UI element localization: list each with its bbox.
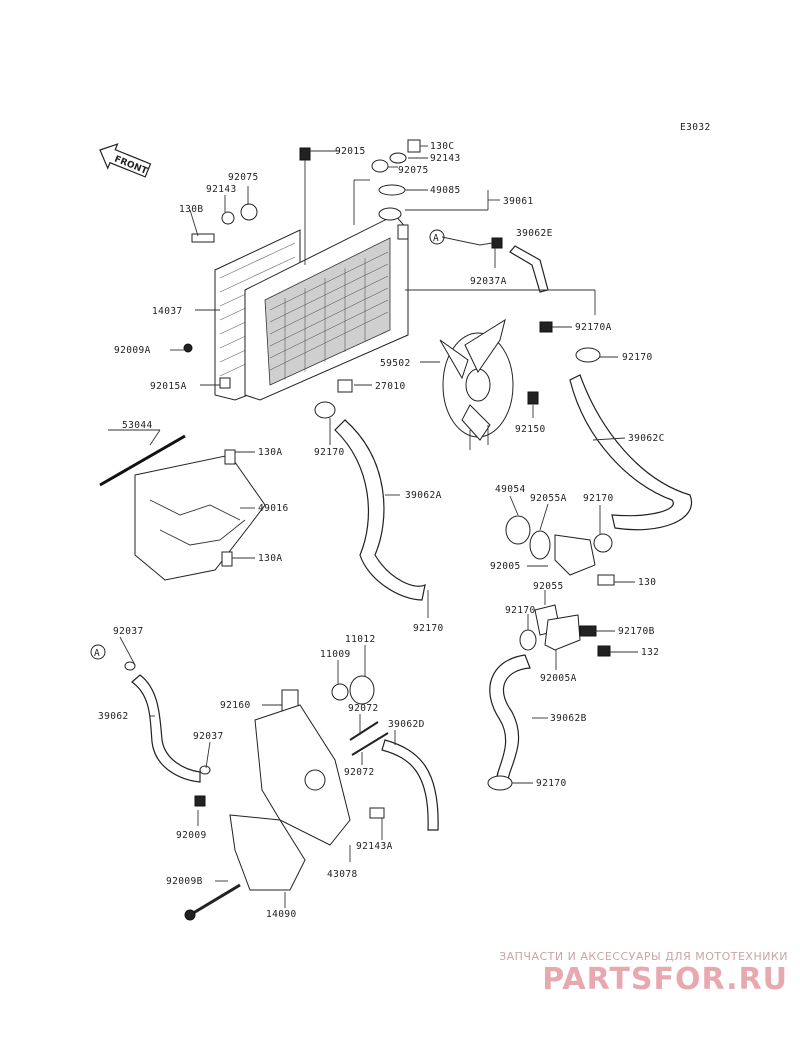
- label-92072-top: 92072: [348, 703, 379, 714]
- radiator-hardware: [183, 139, 601, 419]
- label-92170-mid: 92170: [314, 447, 345, 458]
- label-130: 130: [638, 577, 656, 588]
- label-92150: 92150: [515, 424, 546, 435]
- label-92009a: 92009A: [114, 345, 151, 356]
- label-92170b: 92170B: [618, 626, 655, 637]
- ref-marker-upper: A: [429, 229, 445, 245]
- label-49085: 49085: [430, 185, 461, 196]
- ref-marker-lower-text: A: [94, 648, 100, 659]
- label-92143-left: 92143: [206, 184, 237, 195]
- hose-39062e: [509, 245, 549, 293]
- label-53044: 53044: [122, 420, 153, 431]
- label-132: 132: [641, 647, 659, 658]
- label-92009: 92009: [176, 830, 207, 841]
- label-92160: 92160: [220, 700, 251, 711]
- label-92170-r1: 92170: [622, 352, 653, 363]
- label-92015: 92015: [335, 146, 366, 157]
- label-39062d: 39062D: [388, 719, 425, 730]
- diagram-code: E3032: [680, 122, 711, 133]
- label-92170a: 92170A: [575, 322, 612, 333]
- label-43078: 43078: [327, 869, 358, 880]
- radiator-core: [244, 207, 409, 401]
- label-49054: 49054: [495, 484, 526, 495]
- label-14090: 14090: [266, 909, 297, 920]
- label-27010: 27010: [375, 381, 406, 392]
- ref-marker-lower: A: [90, 644, 106, 660]
- label-92037a: 92037A: [470, 276, 507, 287]
- label-39062e: 39062E: [516, 228, 553, 239]
- label-49016: 49016: [258, 503, 289, 514]
- label-92170-bottom: 92170: [536, 778, 567, 789]
- label-92143a: 92143A: [356, 841, 393, 852]
- label-92075-left: 92075: [228, 172, 259, 183]
- label-130b: 130B: [179, 204, 203, 215]
- label-59502: 59502: [380, 358, 411, 369]
- label-11009: 11009: [320, 649, 351, 660]
- label-92072-bottom: 92072: [344, 767, 375, 778]
- label-39062c: 39062C: [628, 433, 665, 444]
- label-92143-top: 92143: [430, 153, 461, 164]
- label-92170-thermo: 92170: [583, 493, 614, 504]
- label-130a-top: 130A: [258, 447, 282, 458]
- watermark-tagline: ЗАПЧАСТИ И АКСЕССУАРЫ ДЛЯ МОТОТЕХНИКИ: [499, 950, 788, 963]
- label-92170-lower: 92170: [505, 605, 536, 616]
- label-92015a: 92015A: [150, 381, 187, 392]
- hose-39062: [131, 674, 201, 783]
- reservoir-tank-group: [124, 661, 389, 921]
- label-92005a: 92005A: [540, 673, 577, 684]
- label-11012: 11012: [345, 634, 376, 645]
- label-92009b: 92009B: [166, 876, 203, 887]
- label-92037-top: 92037: [113, 626, 144, 637]
- label-92037-mid: 92037: [193, 731, 224, 742]
- label-39061: 39061: [503, 196, 534, 207]
- label-92055a: 92055A: [530, 493, 567, 504]
- label-39062a: 39062A: [405, 490, 442, 501]
- label-92170-hose-a: 92170: [413, 623, 444, 634]
- label-130a-bottom: 130A: [258, 553, 282, 564]
- hose-39062a: [334, 419, 426, 601]
- label-92075-top: 92075: [398, 165, 429, 176]
- label-92055: 92055: [533, 581, 564, 592]
- hose-39062d: [381, 739, 439, 831]
- front-direction-arrow: FRONT: [99, 143, 152, 178]
- label-92005: 92005: [490, 561, 521, 572]
- side-cover-49016: [99, 434, 266, 581]
- hose-39062b: [489, 654, 531, 781]
- hose-39062c: [569, 374, 693, 531]
- radiator-fan: [439, 318, 514, 450]
- leader-lines: [108, 145, 638, 908]
- watermark-brand: PARTSFOR.RU: [542, 962, 788, 997]
- label-14037: 14037: [152, 306, 183, 317]
- part-labels: 92015 130C 92143 92075 49085 39061 92075…: [98, 141, 665, 920]
- label-39062b: 39062B: [550, 713, 587, 724]
- thermostat-cluster: [487, 515, 615, 791]
- label-39062: 39062: [98, 711, 129, 722]
- ref-marker-upper-text: A: [433, 233, 439, 244]
- label-130c: 130C: [430, 141, 454, 152]
